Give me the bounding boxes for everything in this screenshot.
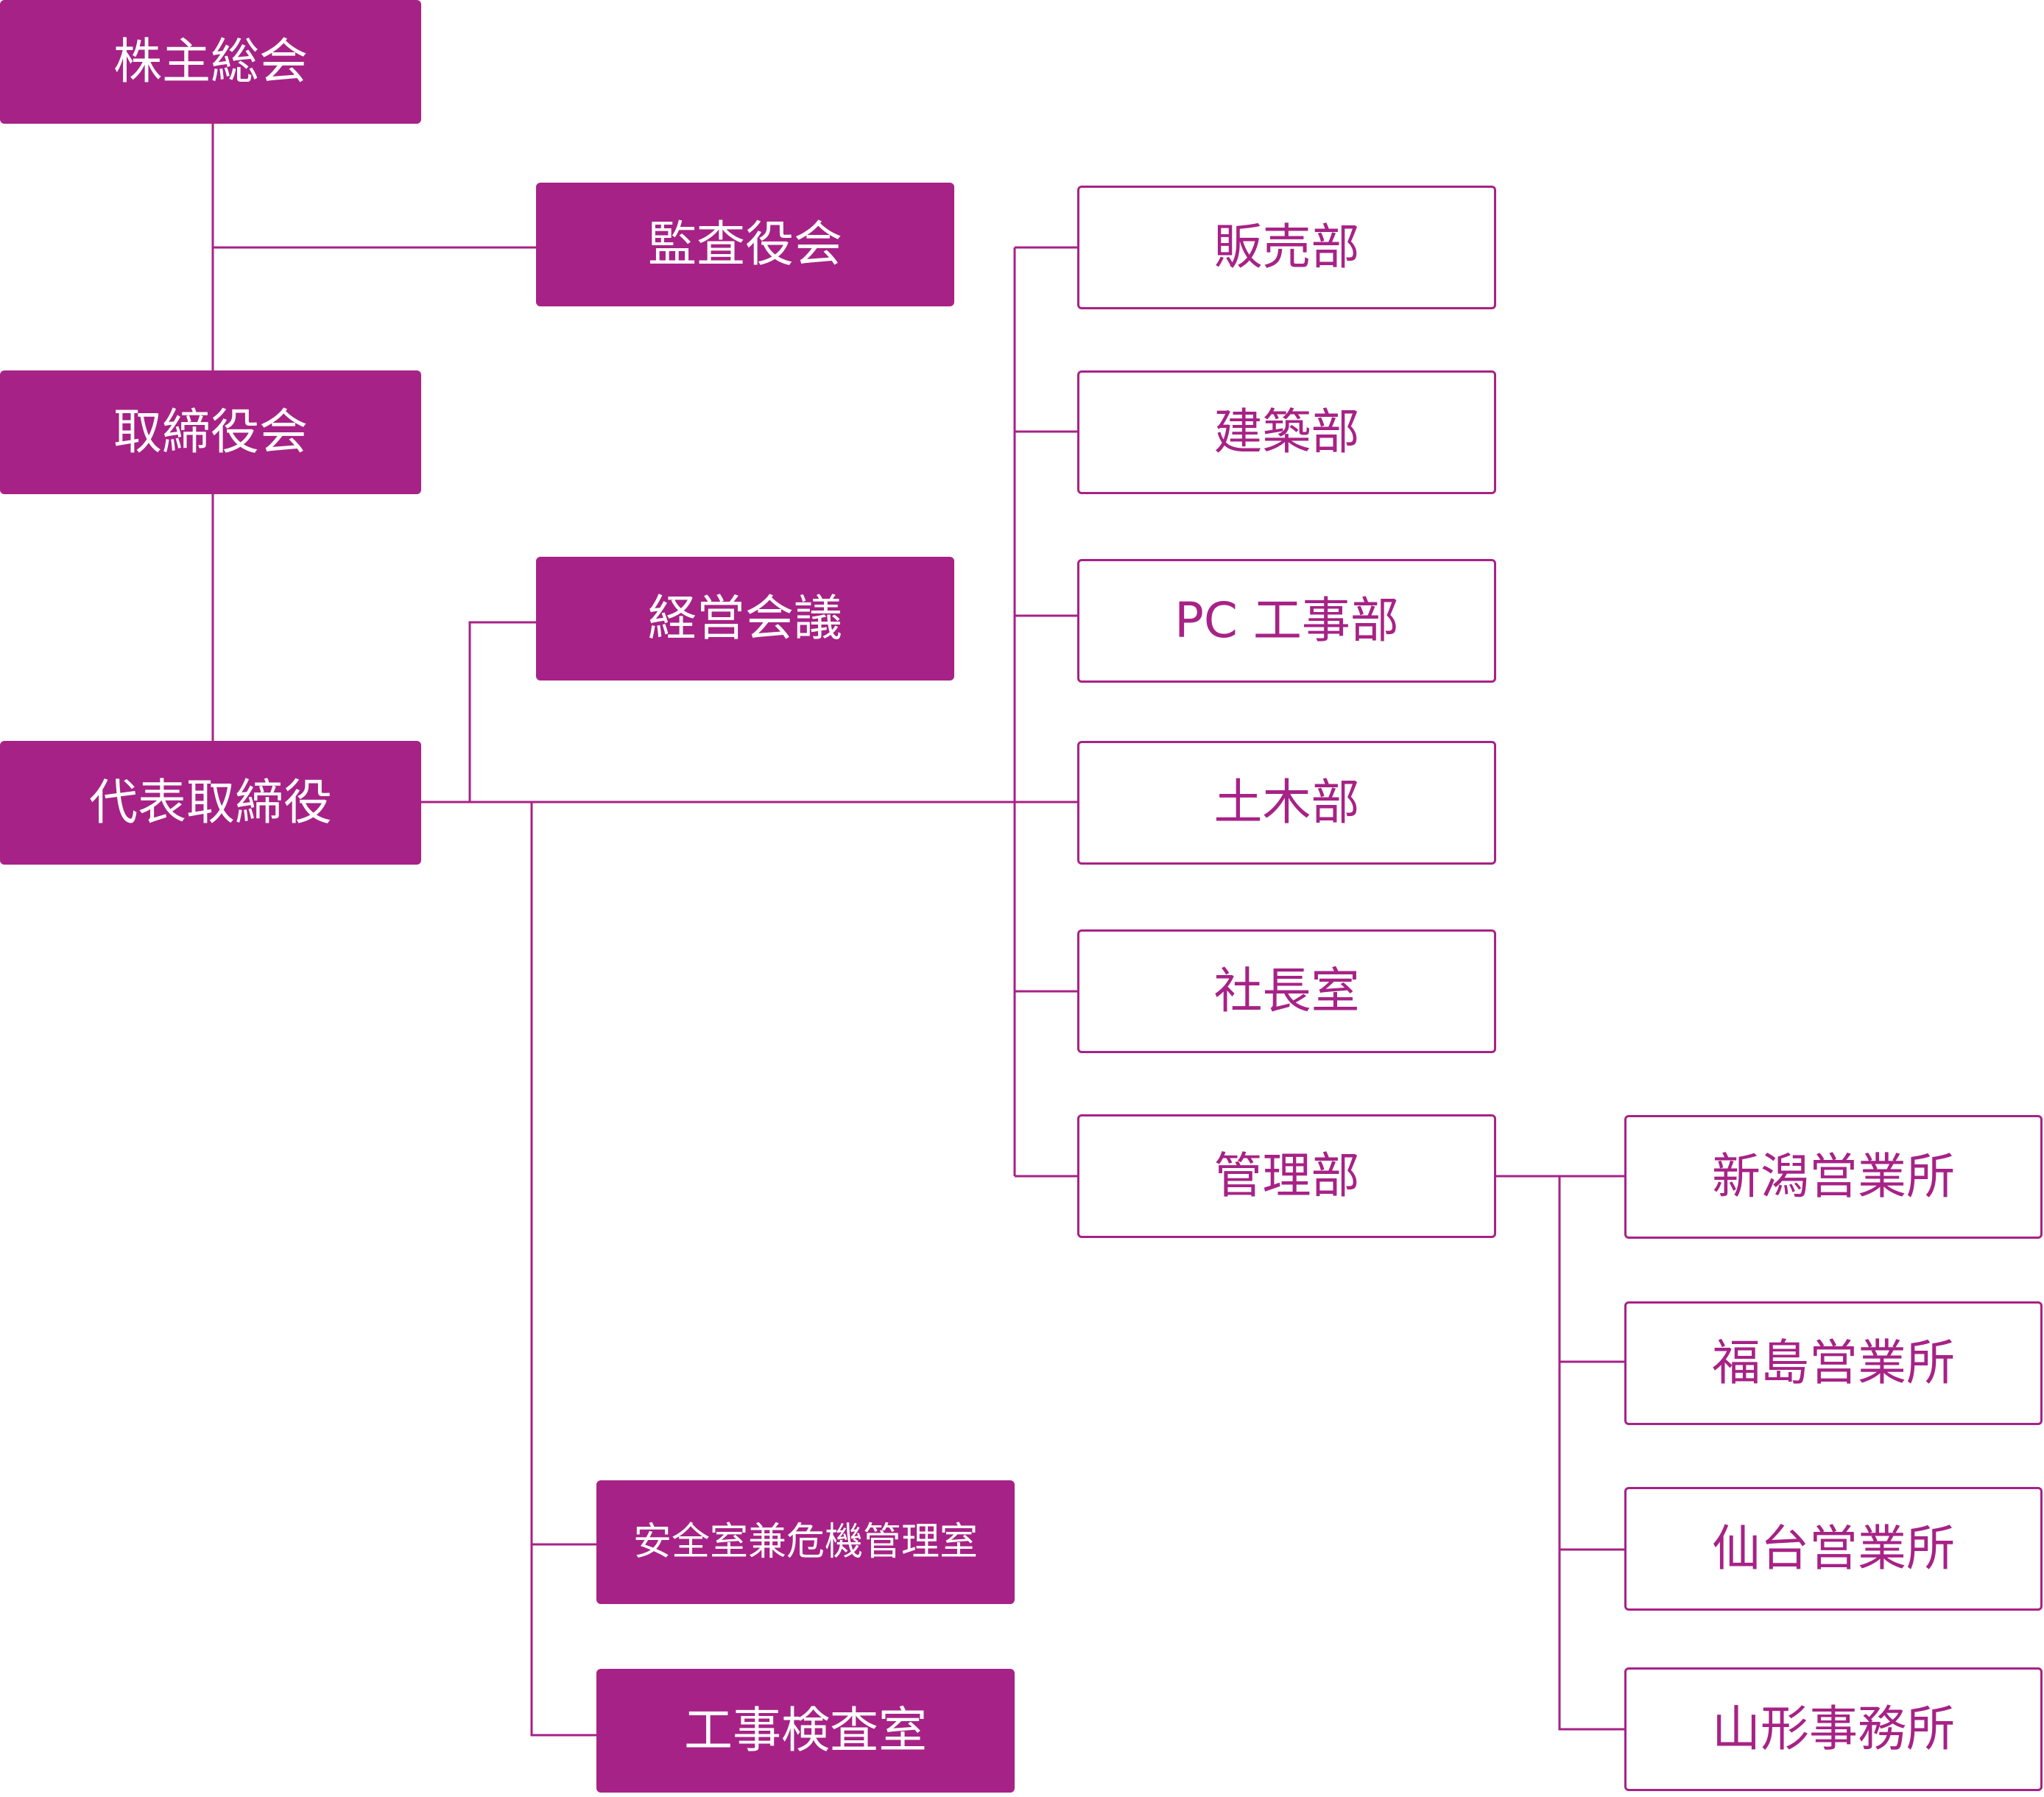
node-presidents-office: 社長室 [1077, 929, 1496, 1053]
node-label: 工事検査室 [684, 1702, 927, 1759]
node-inspection-office: 工事検査室 [596, 1669, 1015, 1793]
node-safety-crisis-office: 安全室兼危機管理室 [596, 1480, 1015, 1604]
node-label: 販売部 [1213, 219, 1360, 275]
node-administration-dept: 管理部 [1077, 1114, 1496, 1238]
node-label: 建築部 [1213, 404, 1360, 460]
node-construction-dept: 建築部 [1077, 370, 1496, 494]
node-niigata-office: 新潟営業所 [1624, 1115, 2043, 1239]
node-yamagata-office: 山形事務所 [1624, 1667, 2043, 1791]
node-label: 山形事務所 [1712, 1701, 1955, 1757]
node-management-meeting: 経営会議 [536, 557, 954, 681]
node-fukushima-office: 福島営業所 [1624, 1301, 2043, 1425]
node-label: 管理部 [1213, 1147, 1360, 1204]
node-label: 取締役会 [113, 404, 308, 460]
node-board-of-directors: 取締役会 [0, 370, 421, 494]
node-shareholders-meeting: 株主総会 [0, 0, 421, 124]
connector-management-meeting [468, 621, 538, 802]
node-label: 社長室 [1213, 963, 1360, 1019]
node-sendai-office: 仙台営業所 [1624, 1487, 2043, 1611]
node-label: 株主総会 [113, 33, 308, 90]
node-pc-construction-dept: PC 工事部 [1077, 559, 1496, 683]
node-representative-director: 代表取締役 [0, 741, 421, 865]
node-audit-board: 監査役会 [536, 183, 954, 306]
node-label: 監査役会 [648, 216, 842, 272]
connector-branch-trunk [1558, 1176, 1626, 1731]
node-label: 代表取締役 [89, 774, 332, 831]
node-label: 福島営業所 [1712, 1334, 1955, 1391]
node-label: 新潟営業所 [1712, 1148, 1955, 1205]
node-civil-engineering-dept: 土木部 [1077, 741, 1496, 865]
node-label: 安全室兼危機管理室 [632, 1520, 978, 1564]
node-sales-dept: 販売部 [1077, 186, 1496, 309]
node-label: 経営会議 [648, 590, 842, 647]
node-label: 仙台営業所 [1712, 1520, 1955, 1577]
node-label: PC 工事部 [1174, 592, 1399, 649]
node-label: 土木部 [1213, 774, 1360, 831]
connector-lower-trunk [530, 802, 598, 1737]
